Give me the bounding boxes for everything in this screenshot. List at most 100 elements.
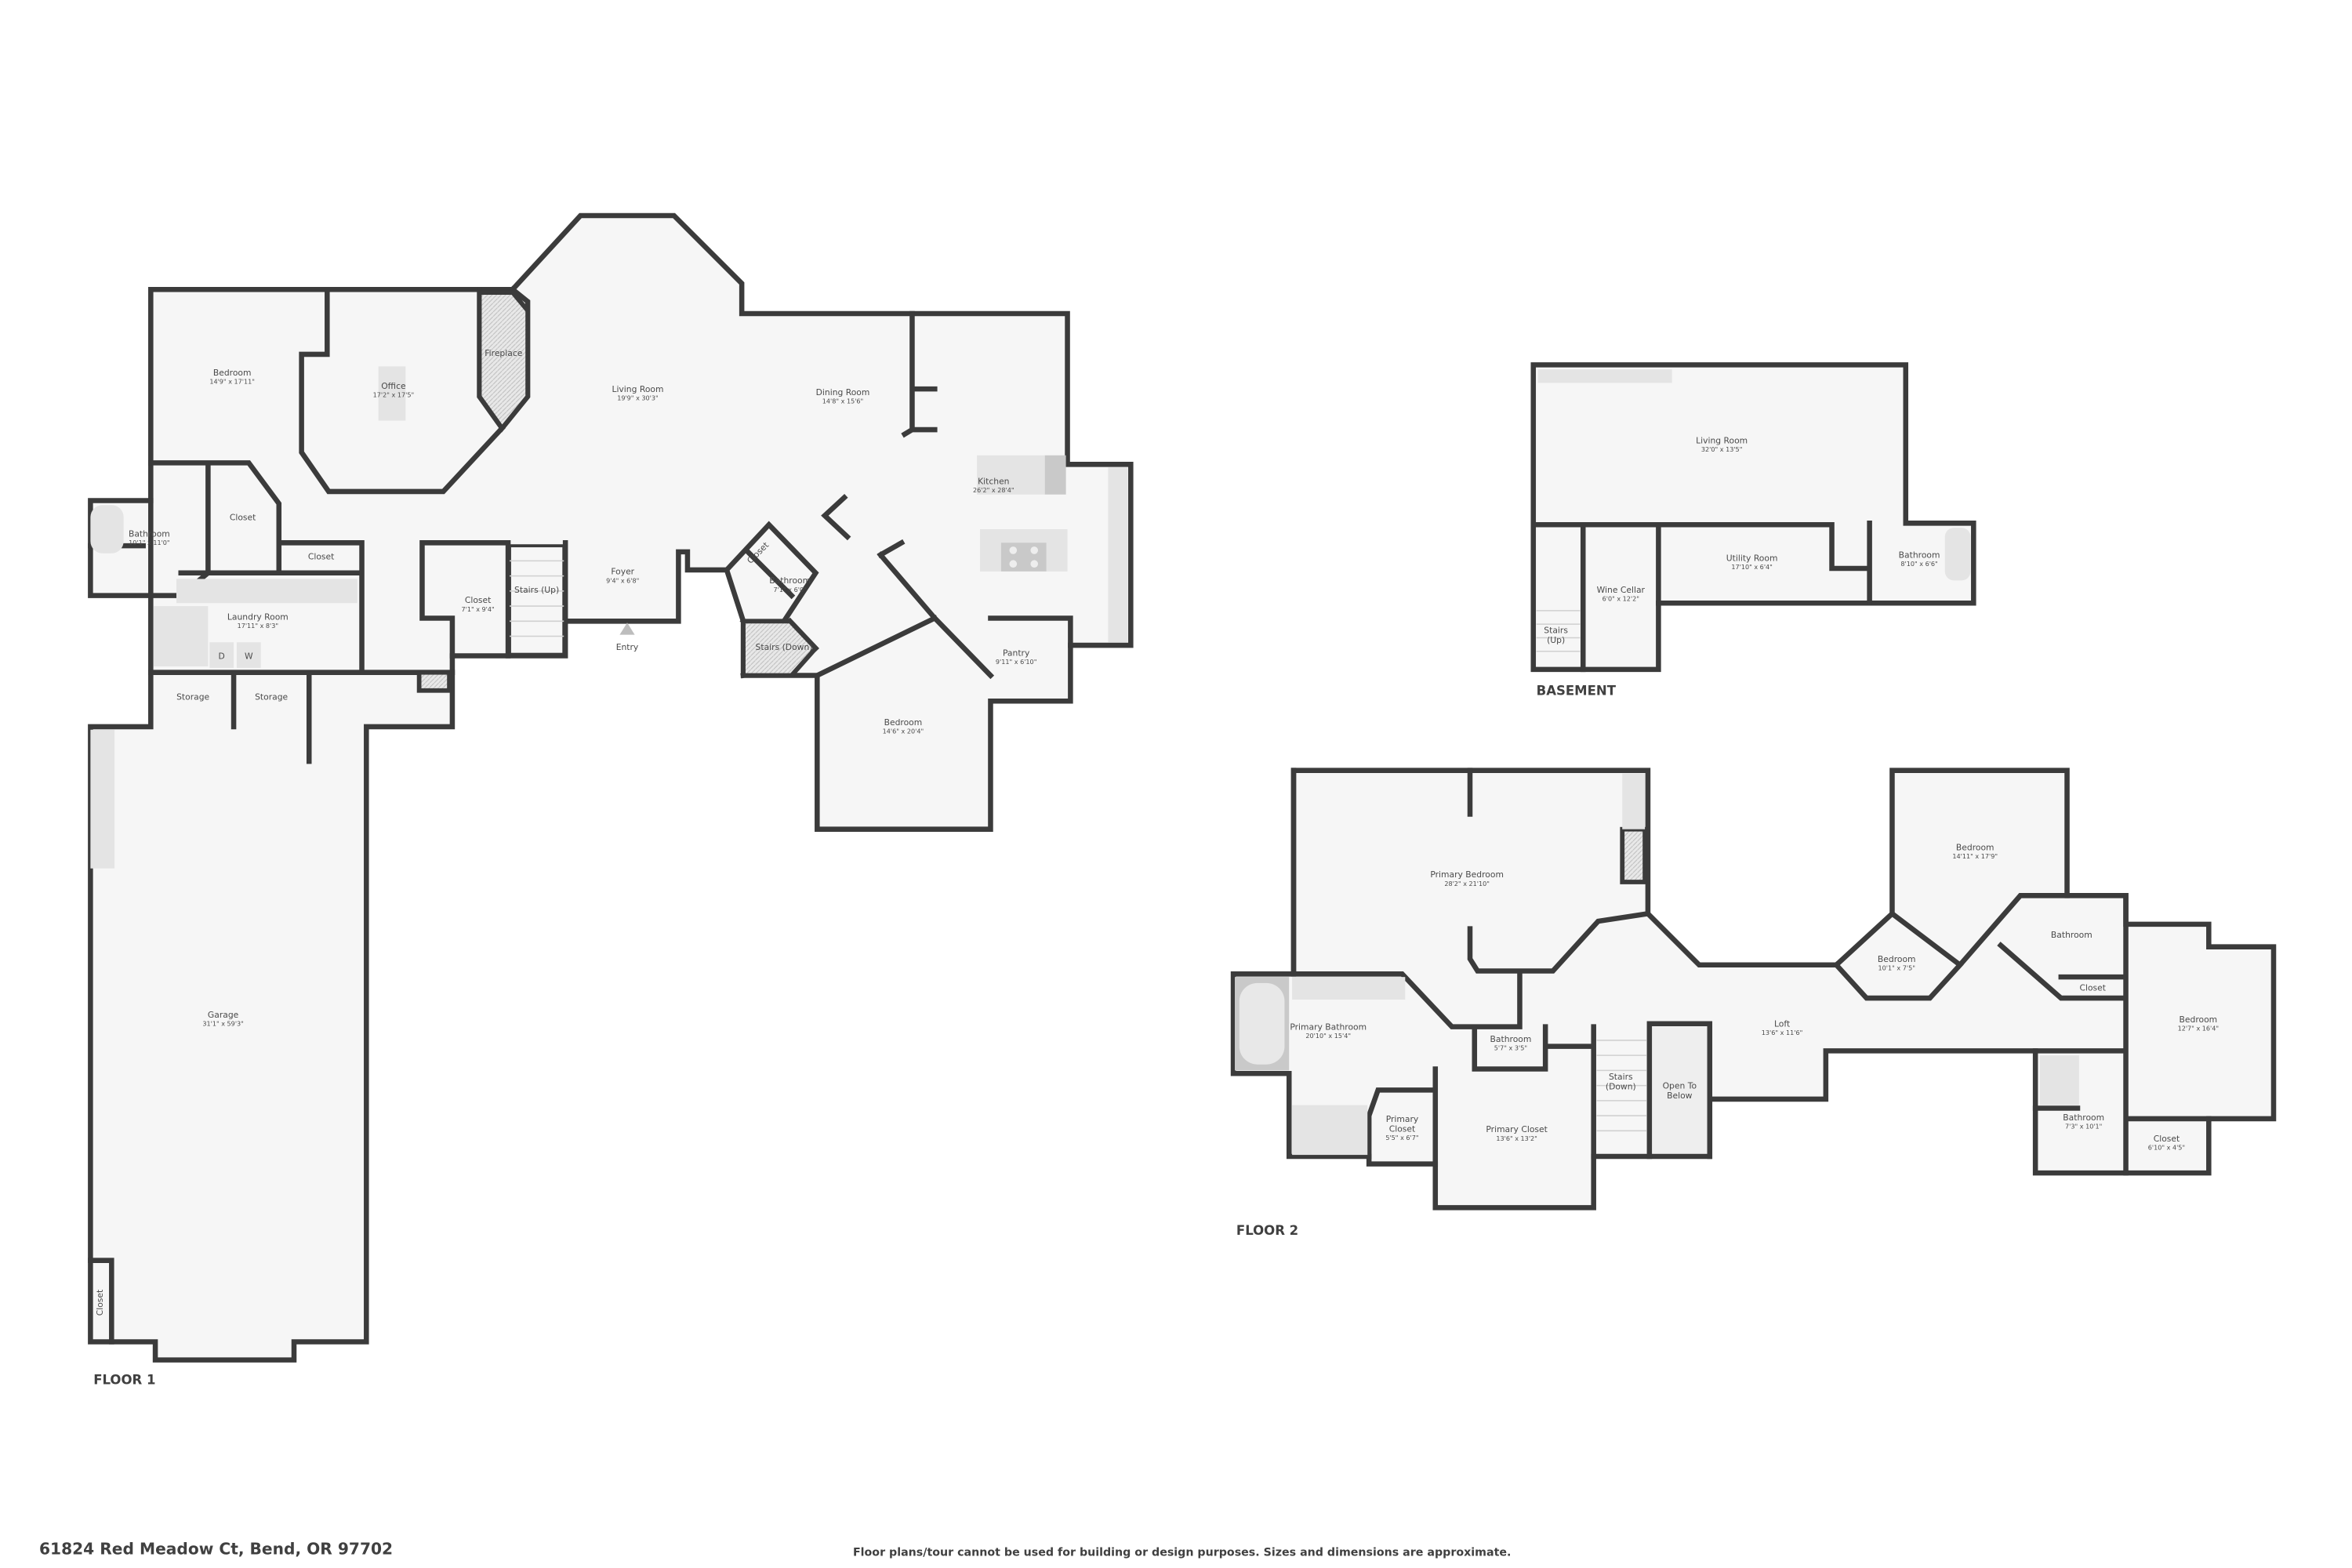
vanity-counter (1292, 977, 1406, 1000)
room-name: Living Room (1696, 435, 1748, 445)
floor-1-label: FLOOR 1 (93, 1372, 155, 1387)
room-name: Loft (1774, 1019, 1790, 1029)
room-dimensions: 14'11" x 17'9" (1952, 853, 1998, 860)
room-name: Bathroom (1490, 1034, 1532, 1044)
room-dimensions: 14'8" x 15'6" (822, 397, 864, 405)
room-name: Bedroom (884, 717, 923, 728)
room-dimensions: 7'3" x 10'1" (2065, 1123, 2102, 1130)
room-name: Bathroom (2063, 1112, 2104, 1123)
dryer-letter: D (219, 651, 225, 661)
room-name: Stairs (1609, 1072, 1633, 1082)
room-name: Bedroom (2180, 1014, 2218, 1025)
room-name: Fireplace (485, 348, 522, 358)
room-name: Open To (1663, 1080, 1697, 1091)
room-name: Primary Bedroom (1430, 869, 1504, 880)
room-name: Bathroom (129, 529, 170, 539)
room-label: Closet (95, 1290, 105, 1316)
stairs-down-hatch (741, 619, 819, 678)
floor-2-interior-walls (1290, 768, 2212, 1176)
fridge (1044, 455, 1066, 495)
room-dimensions: (Down) (1606, 1081, 1636, 1091)
room-label: Closet (2079, 982, 2106, 993)
room-name: Laundry Room (227, 612, 289, 622)
room-name: Closet (308, 551, 335, 561)
kitchen-side-counter (1108, 467, 1128, 643)
washer-letter: W (245, 651, 253, 661)
kitchen-counter (977, 455, 1045, 495)
room-dimensions: 20'10" x 15'4" (1305, 1033, 1351, 1040)
room-dimensions: 13'6" x 13'2" (1496, 1135, 1537, 1142)
dryer (209, 642, 234, 668)
room-name: Storage (255, 691, 288, 702)
room-dimensions: 10'1" x 11'0" (129, 539, 170, 546)
bedroom-shelf (1622, 773, 1646, 829)
laundry-counter (154, 606, 209, 666)
room-dimensions: 8'10" x 6'6" (1900, 561, 1937, 568)
room-name: Garage (208, 1010, 239, 1020)
room-dimensions: 17'2" x 17'5" (373, 392, 415, 399)
room-dimensions: 9'11" x 6'10" (996, 659, 1037, 666)
room-dimensions: Closet (1389, 1123, 1416, 1134)
room-dimensions: (Up) (1547, 635, 1565, 645)
bathroom-2-shower-icon (2039, 1055, 2079, 1105)
room-name: Closet (95, 1290, 105, 1316)
cooktop-icon (1000, 543, 1047, 572)
room-name: Closet (230, 512, 256, 522)
room-dimensions: 13'6" x 11'6" (1762, 1029, 1803, 1036)
basement-label: BASEMENT (1537, 684, 1617, 699)
room-name: Office (381, 381, 406, 391)
room-label: Bathroom (2051, 930, 2092, 940)
room-label: Entry (616, 642, 639, 652)
room-dimensions: 10'1" x 7'5" (1878, 965, 1915, 972)
room-dimensions: 14'6" x 20'4" (883, 728, 924, 735)
room-label: Stairs (Up) (514, 585, 559, 595)
room-dimensions: 7'1" x 9'4" (461, 606, 494, 613)
fireplace-2-hatch (1620, 826, 1647, 884)
fireplace-hatch (477, 290, 530, 432)
entry-arrow-icon (619, 622, 635, 635)
floor-2-label: FLOOR 2 (1236, 1223, 1298, 1238)
room-name: Bathroom (1899, 550, 1940, 561)
room-name: Primary Bathroom (1290, 1022, 1367, 1032)
room-name: Stairs (Up) (514, 585, 559, 595)
room-label: Stairs(Up) (1544, 626, 1568, 646)
room-name: Stairs (1544, 626, 1568, 636)
room-dimensions: 17'10" x 6'4" (1731, 564, 1773, 571)
stairs-up-treads (508, 544, 566, 656)
room-name: Bathroom (769, 575, 811, 586)
room-name: Entry (616, 642, 639, 652)
open-to-below-area (1652, 1026, 1707, 1154)
room-dimensions: 5'7" x 3'5" (1494, 1044, 1527, 1051)
room-name: Foyer (611, 567, 634, 577)
room-name: Bedroom (213, 368, 252, 378)
room-label: Stairs(Down) (1606, 1072, 1636, 1092)
bathtub-icon (90, 505, 124, 554)
room-name: Utility Room (1726, 553, 1778, 563)
room-dimensions: 17'11" x 8'3" (238, 622, 279, 630)
room-name: Closet (465, 595, 492, 605)
floor-2-outline (1230, 768, 2277, 1210)
room-name: Living Room (612, 384, 663, 394)
room-name: Bedroom (1956, 843, 1994, 853)
room-name: Bathroom (2051, 930, 2092, 940)
